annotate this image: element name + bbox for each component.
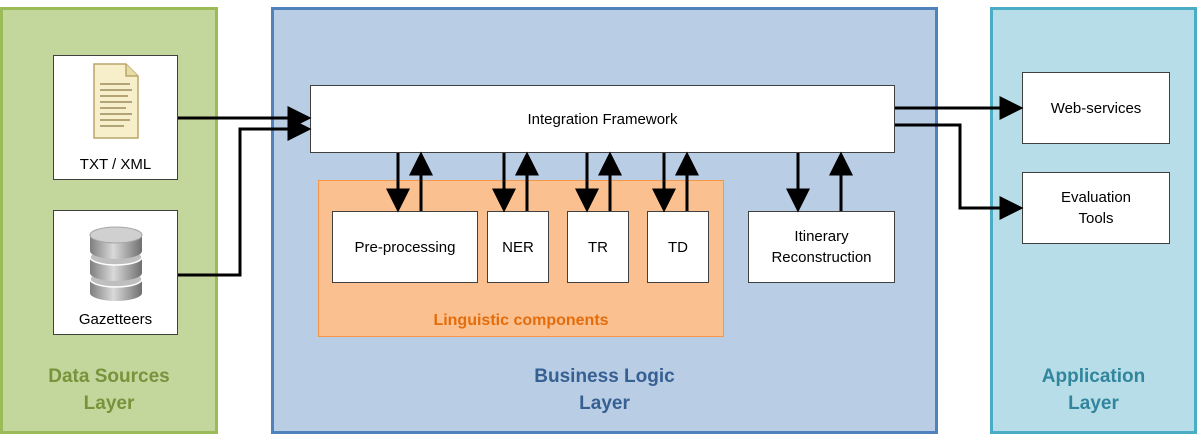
preprocessing-box: Pre-processing <box>332 211 478 283</box>
application-title-line2: Layer <box>1068 393 1119 414</box>
tr-box: TR <box>567 211 629 283</box>
document-icon <box>93 63 139 139</box>
arrow-framework-to-evaluation <box>895 123 1024 220</box>
application-title-line1: Application <box>1041 366 1146 387</box>
data-sources-title-line1: Data Sources <box>48 366 170 387</box>
preprocessing-label: Pre-processing <box>354 238 456 256</box>
evaluation-line2: Tools <box>1078 210 1114 227</box>
web-services-label: Web-services <box>1050 99 1142 117</box>
web-services-box: Web-services <box>1022 72 1170 144</box>
evaluation-line1: Evaluation <box>1060 189 1132 206</box>
td-label: TD <box>668 238 688 256</box>
data-sources-title-line2: Layer <box>83 393 135 414</box>
business-logic-layer-title: Business Logic Layer <box>274 363 935 417</box>
application-layer-title: Application Layer <box>993 363 1194 417</box>
data-sources-layer-title: Data Sources Layer <box>3 363 215 417</box>
td-box: TD <box>647 211 709 283</box>
txt-xml-source: TXT / XML <box>53 55 178 180</box>
integration-framework-label: Integration Framework <box>527 110 678 128</box>
ner-label: NER <box>502 238 534 256</box>
itinerary-line2: Reconstruction <box>771 249 872 266</box>
business-logic-title-line1: Business Logic <box>534 366 675 387</box>
arrow-gazetteers-to-framework <box>178 117 312 277</box>
gazetteers-source: Gazetteers <box>53 210 178 335</box>
linguistic-components-label: Linguistic components <box>433 312 609 329</box>
gazetteers-label: Gazetteers <box>78 311 153 328</box>
business-logic-title-line2: Layer <box>579 393 630 414</box>
database-icon <box>89 226 143 301</box>
evaluation-tools-box: Evaluation Tools <box>1022 172 1170 244</box>
integration-framework-box: Integration Framework <box>310 85 895 153</box>
txt-xml-label: TXT / XML <box>79 156 152 173</box>
ner-box: NER <box>487 211 549 283</box>
itinerary-reconstruction-box: Itinerary Reconstruction <box>748 211 895 283</box>
tr-label: TR <box>588 238 608 256</box>
itinerary-line1: Itinerary <box>794 228 849 245</box>
